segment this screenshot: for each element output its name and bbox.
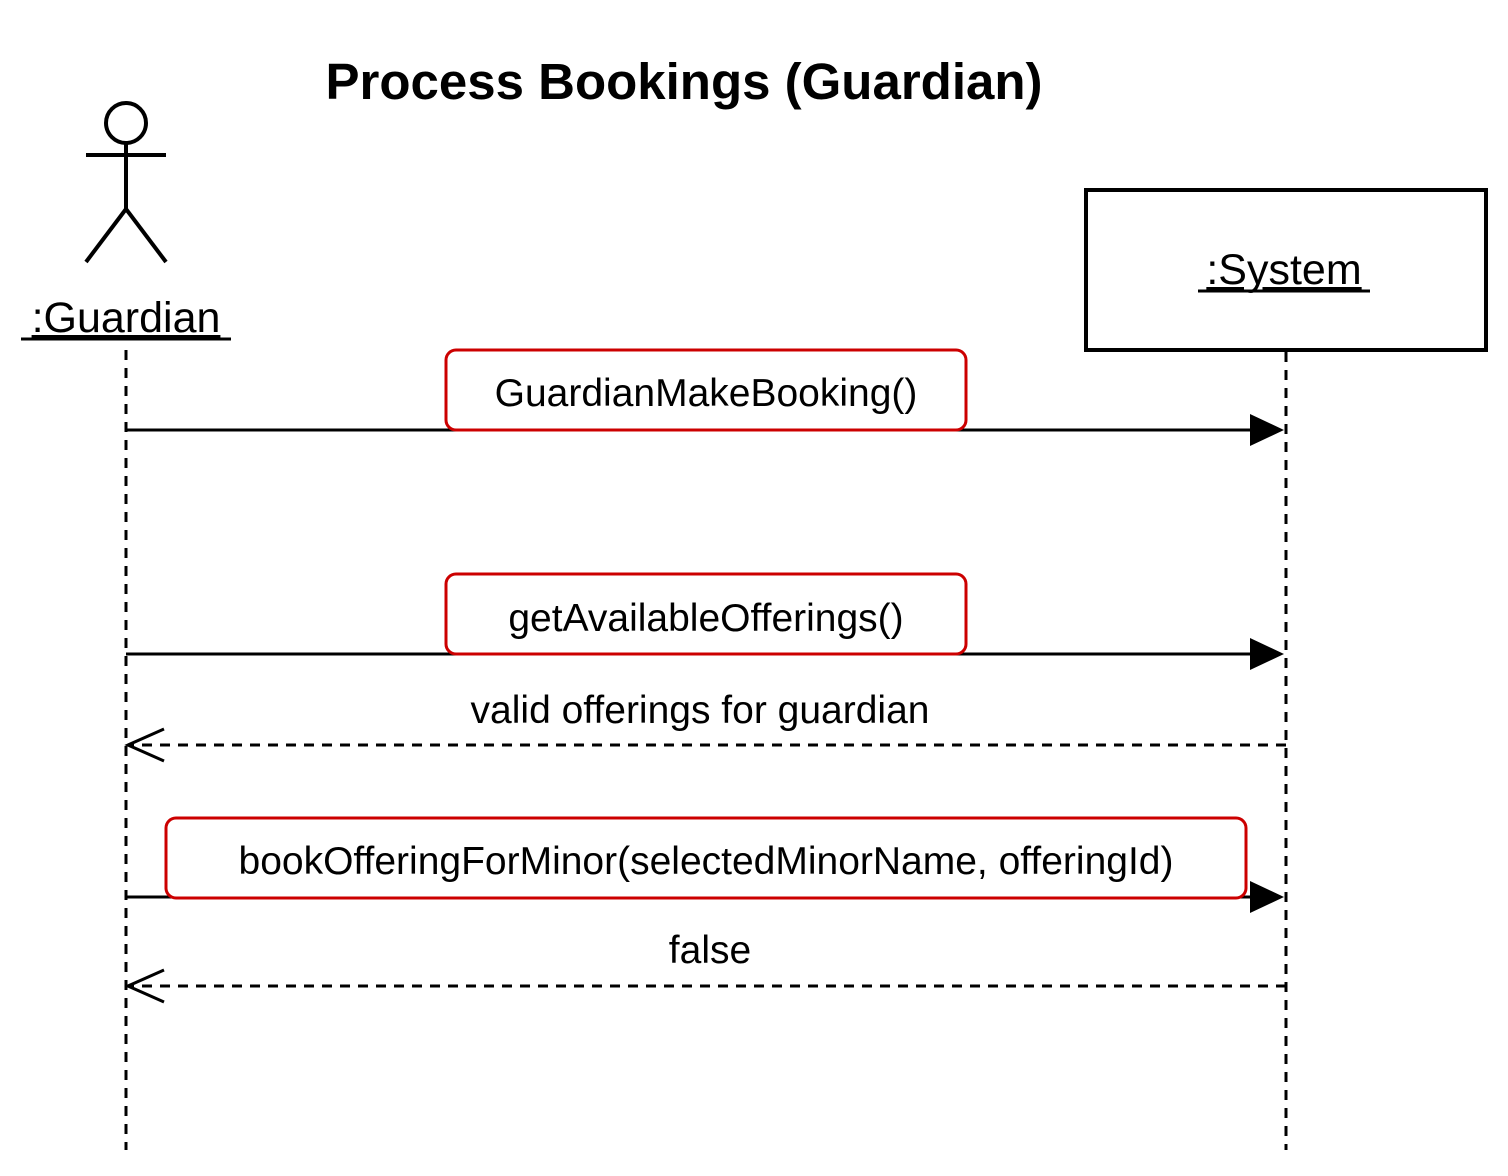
message-label: bookOfferingForMinor(selectedMinorName, …: [239, 840, 1174, 883]
return-label: false: [669, 929, 751, 972]
system-label: :System: [1206, 246, 1361, 294]
filled-arrowhead-icon: [1250, 638, 1284, 670]
highlight-box: [444, 348, 968, 432]
message-guardian-make-booking: GuardianMakeBooking(): [126, 348, 1284, 446]
return-false: false: [124, 929, 1286, 1004]
message-label: getAvailableOfferings(): [508, 597, 903, 640]
return-label: valid offerings for guardian: [471, 689, 930, 732]
diagram-title: Process Bookings (Guardian): [326, 53, 1043, 110]
actor-label: :Guardian: [32, 294, 221, 342]
open-arrowhead-icon: [124, 727, 165, 763]
highlight-box: [444, 572, 968, 656]
highlight-box: [164, 816, 1248, 900]
message-label: GuardianMakeBooking(): [495, 372, 918, 415]
actor-figure-icon: [84, 101, 168, 264]
message-get-available-offerings: getAvailableOfferings(): [126, 572, 1284, 670]
filled-arrowhead-icon: [1250, 881, 1284, 913]
open-arrowhead-icon: [124, 968, 165, 1004]
filled-arrowhead-icon: [1250, 414, 1284, 446]
message-book-offering-for-minor: bookOfferingForMinor(selectedMinorName, …: [126, 816, 1284, 913]
return-valid-offerings: valid offerings for guardian: [124, 689, 1286, 763]
system-participant-box: [1084, 188, 1488, 352]
